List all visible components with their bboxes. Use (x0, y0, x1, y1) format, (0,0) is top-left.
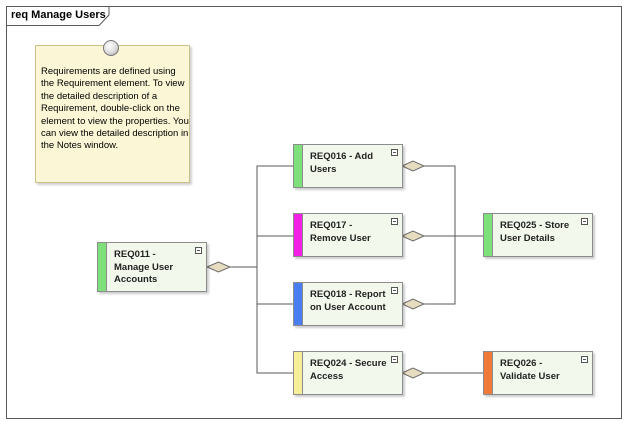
note[interactable]: Requirements are defined using the Requi… (35, 45, 190, 183)
requirement-color-bar (294, 145, 303, 187)
requirement-color-bar (294, 352, 303, 394)
frame-title-tab (6, 6, 110, 26)
requirement-req017[interactable]: REQ017 - Remove User (293, 213, 403, 257)
pin-icon (103, 40, 119, 56)
requirement-req024[interactable]: REQ024 - Secure Access (293, 351, 403, 395)
requirement-color-bar (294, 283, 303, 325)
requirement-color-bar (484, 352, 493, 394)
aggregation-connector (256, 165, 293, 267)
collapse-icon[interactable] (391, 287, 398, 294)
collapse-icon[interactable] (581, 218, 588, 225)
requirement-color-bar (484, 214, 493, 256)
aggregation-diamond (400, 160, 426, 172)
requirement-req011[interactable]: REQ011 - Manage User Accounts (97, 242, 207, 292)
requirement-label: REQ024 - Secure Access (310, 358, 387, 382)
collapse-icon[interactable] (581, 356, 588, 363)
aggregation-diamond (205, 261, 232, 273)
requirement-req025[interactable]: REQ025 - Store User Details (483, 213, 593, 257)
requirement-req026[interactable]: REQ026 - Validate User (483, 351, 593, 395)
aggregation-connector (256, 267, 293, 374)
aggregation-diamond (400, 298, 426, 310)
requirement-label: REQ016 - Add Users (310, 151, 373, 175)
collapse-icon[interactable] (195, 247, 202, 254)
requirement-label: REQ025 - Store User Details (500, 220, 570, 244)
collapse-icon[interactable] (391, 356, 398, 363)
note-text: Requirements are defined using the Requi… (41, 66, 189, 152)
diagram-title: req Manage Users (11, 9, 106, 21)
requirement-color-bar (294, 214, 303, 256)
requirement-label: REQ026 - Validate User (500, 358, 560, 382)
requirement-label: REQ011 - Manage User Accounts (114, 249, 174, 286)
requirement-req018[interactable]: REQ018 - Report on User Account (293, 282, 403, 326)
aggregation-connector (424, 165, 456, 305)
requirement-label: REQ017 - Remove User (310, 220, 371, 244)
requirement-label: REQ018 - Report on User Account (310, 289, 386, 313)
aggregation-diamond (400, 230, 426, 242)
collapse-icon[interactable] (391, 149, 398, 156)
collapse-icon[interactable] (391, 218, 398, 225)
requirement-color-bar (98, 243, 107, 291)
requirement-req016[interactable]: REQ016 - Add Users (293, 144, 403, 188)
aggregation-diamond (400, 367, 426, 379)
